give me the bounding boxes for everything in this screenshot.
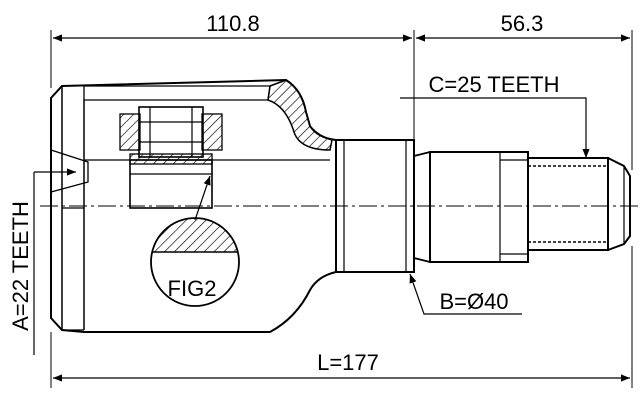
dimension-value-56-3: 56.3 [501, 11, 544, 36]
dimension-value-total: L=177 [317, 350, 379, 375]
fig2-label: FIG2 [168, 276, 217, 301]
callout-a-teeth: A=22 TEETH [8, 168, 76, 355]
dimension-total-length: L=177 [50, 246, 633, 388]
callout-a-label: A=22 TEETH [8, 201, 33, 331]
callout-c-teeth: C=25 TEETH [400, 72, 590, 158]
callout-b-diameter: B=Ø40 [409, 273, 522, 315]
dimension-top-right: 56.3 [416, 11, 633, 170]
dimension-value-110-8: 110.8 [206, 11, 259, 36]
dimension-top-left: 110.8 [50, 11, 415, 140]
joint-housing [50, 78, 337, 333]
callout-c-label: C=25 TEETH [428, 72, 559, 97]
splined-stub [527, 157, 631, 251]
callout-b-label: B=Ø40 [439, 289, 508, 314]
fig2-detail: FIG2 [150, 175, 240, 307]
tripod-spider [84, 106, 330, 209]
